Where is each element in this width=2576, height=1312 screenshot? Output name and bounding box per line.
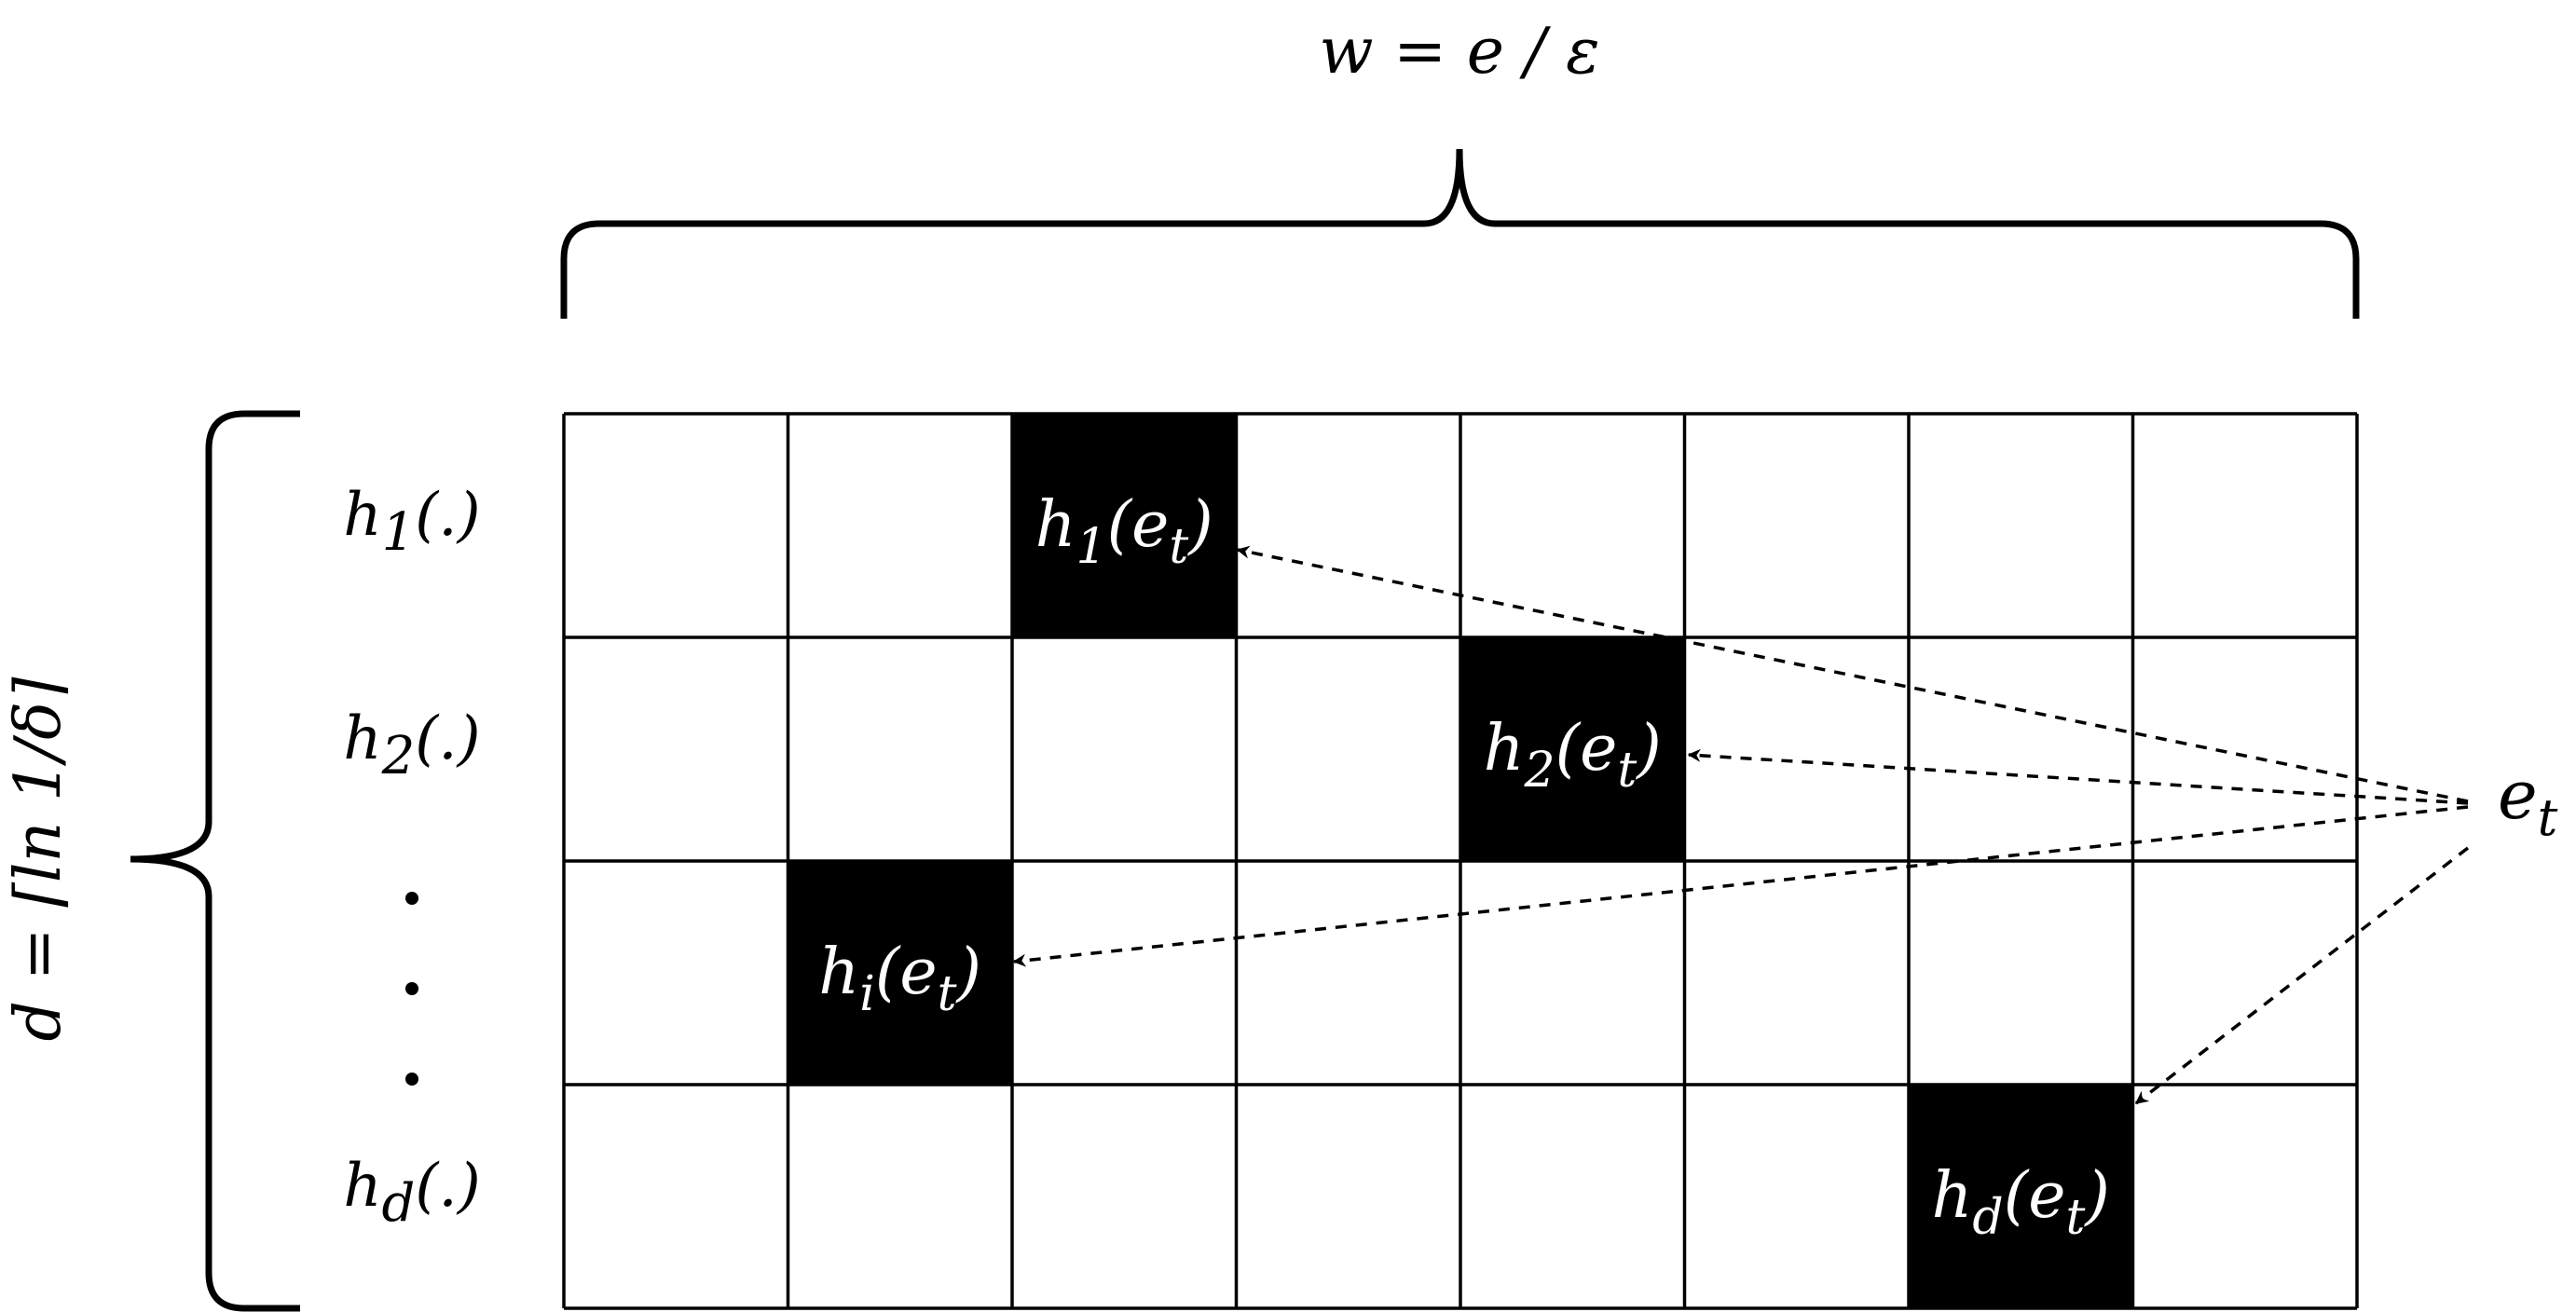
cell-label-part: ) — [1635, 712, 1662, 786]
ellipsis-dot — [405, 892, 418, 905]
hashed-cell-label: h2(et) — [1484, 712, 1662, 799]
cell-label-part: h — [818, 936, 859, 1009]
arrow-to-h2 — [1687, 748, 2469, 805]
row-label-part: h — [343, 481, 381, 550]
row-label-part: 2 — [381, 726, 416, 786]
source-sub: t — [2538, 788, 2558, 847]
row-label-part: d — [382, 1173, 416, 1234]
row-label-part: (.) — [415, 704, 480, 773]
row-label: hd(.) — [343, 1152, 480, 1234]
cell-label-part: t — [1169, 519, 1188, 575]
cell-label-part: 1 — [1076, 519, 1106, 575]
hashed-cell — [1460, 637, 1685, 861]
row-labels: h1(.)h2(.)hd(.) — [343, 481, 480, 1234]
width-brace — [560, 148, 2360, 319]
cell-label-part: ) — [2083, 1159, 2110, 1233]
hashed-cell — [788, 861, 1012, 1085]
depth-brace — [130, 410, 300, 1312]
arrow-to-hi — [1012, 805, 2469, 967]
row-label-part: (.) — [415, 1152, 480, 1221]
cell-label-part: (e — [2004, 1159, 2066, 1233]
cell-label-part: t — [2065, 1190, 2085, 1246]
sketch-grid — [562, 412, 2359, 1310]
arrow-to-h1 — [1236, 545, 2469, 803]
row-ellipsis — [405, 892, 418, 1086]
cell-label-part: (e — [875, 936, 938, 1009]
cell-label-part: t — [1617, 743, 1637, 799]
cell-label-part: 2 — [1523, 743, 1555, 799]
row-label-part: h — [343, 704, 381, 773]
cell-label-part: h — [1932, 1159, 1973, 1233]
cell-label-part: h — [1484, 712, 1525, 786]
row-label: h1(.) — [343, 481, 480, 563]
cell-label-part: h — [1035, 488, 1076, 562]
row-label-part: (.) — [415, 481, 480, 550]
hashed-cell-label: hi(et) — [818, 936, 981, 1022]
sketch-cells: h1(et)h2(et)hi(et)hd(et) — [788, 414, 2133, 1308]
hashed-cell-label: hd(et) — [1932, 1159, 2110, 1246]
row-label-part: 1 — [382, 502, 416, 563]
cell-label-part: ) — [955, 936, 982, 1009]
cell-label-part: (e — [1555, 712, 1618, 786]
row-label-part: h — [343, 1152, 381, 1221]
ellipsis-dot — [405, 982, 418, 995]
hash-arrows — [1012, 545, 2470, 1105]
hashed-cell — [1909, 1085, 2133, 1308]
ellipsis-dot — [405, 1073, 418, 1086]
width-label: w = e / ε — [1319, 15, 1599, 89]
depth-label: d = ⌈ln 1/δ⌉ — [2, 676, 75, 1042]
source-element-label: et — [2498, 756, 2558, 847]
row-label: h2(.) — [343, 704, 480, 786]
source-base: e — [2498, 756, 2538, 834]
cell-label-part: ) — [1186, 488, 1213, 562]
hashed-cell-label: h1(et) — [1035, 488, 1213, 575]
cell-label-part: i — [859, 966, 875, 1022]
hashed-cell — [1012, 414, 1237, 637]
arrow-to-hd — [2134, 846, 2470, 1105]
cell-label-part: (e — [1107, 488, 1170, 562]
cell-label-part: d — [1972, 1190, 2003, 1246]
cell-label-part: t — [938, 966, 957, 1022]
